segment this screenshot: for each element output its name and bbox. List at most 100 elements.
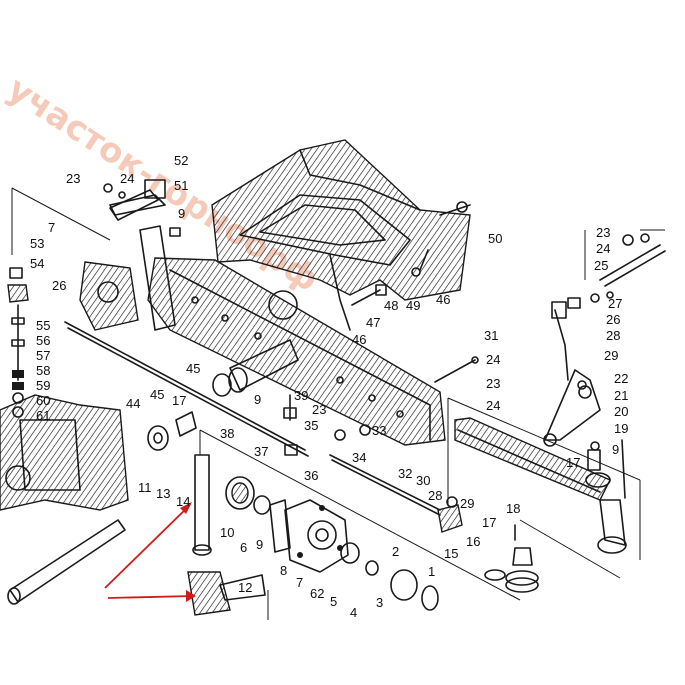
label-22: 22 bbox=[614, 371, 628, 386]
label-9: 9 bbox=[178, 206, 185, 221]
label-34: 34 bbox=[352, 450, 366, 465]
bolt-31 bbox=[434, 356, 479, 383]
label-49: 49 bbox=[406, 298, 420, 313]
label-59: 59 bbox=[36, 378, 50, 393]
label-23: 23 bbox=[66, 171, 80, 186]
joint-28-29 bbox=[437, 496, 463, 533]
label-3: 3 bbox=[376, 595, 383, 610]
pivot-tube bbox=[212, 339, 299, 397]
label-47: 47 bbox=[366, 315, 380, 330]
label-26: 26 bbox=[52, 278, 66, 293]
label-24b: 24 bbox=[596, 241, 610, 256]
label-17c: 17 bbox=[482, 515, 496, 530]
right-arm bbox=[454, 417, 627, 554]
label-13: 13 bbox=[156, 486, 170, 501]
label-5: 5 bbox=[330, 594, 337, 609]
label-60: 60 bbox=[36, 393, 50, 408]
left-hub-bracket bbox=[0, 394, 129, 511]
upper-left-arm bbox=[103, 179, 181, 237]
label-24d: 24 bbox=[486, 398, 500, 413]
label-20: 20 bbox=[614, 404, 628, 419]
left-spindle-housing bbox=[79, 194, 176, 331]
label-56: 56 bbox=[36, 333, 50, 348]
left-kingpin-stack bbox=[7, 267, 29, 418]
label-10: 10 bbox=[220, 525, 234, 540]
label-4: 4 bbox=[350, 605, 357, 620]
kingpin-11 bbox=[187, 454, 266, 616]
right-tie-rod-end bbox=[567, 233, 666, 309]
label-46b: 46 bbox=[352, 332, 366, 347]
label-9d: 9 bbox=[256, 537, 263, 552]
label-12: 12 bbox=[238, 580, 252, 595]
label-55: 55 bbox=[36, 318, 50, 333]
label-24c: 24 bbox=[486, 352, 500, 367]
label-39: 39 bbox=[294, 388, 308, 403]
right-kingpin-stack bbox=[587, 439, 626, 499]
label-21: 21 bbox=[614, 388, 628, 403]
frame-lines bbox=[11, 187, 665, 620]
label-24: 24 bbox=[120, 171, 134, 186]
label-35: 35 bbox=[304, 418, 318, 433]
label-44: 44 bbox=[126, 396, 140, 411]
label-58: 58 bbox=[36, 363, 50, 378]
bolts-46-50 bbox=[351, 201, 471, 306]
hub-15-16 bbox=[484, 524, 539, 593]
label-50: 50 bbox=[488, 231, 502, 246]
label-16: 16 bbox=[466, 534, 480, 549]
label-14: 14 bbox=[176, 494, 190, 509]
label-51: 51 bbox=[174, 178, 188, 193]
label-29: 29 bbox=[460, 496, 474, 511]
label-28: 28 bbox=[428, 488, 442, 503]
rod-33 bbox=[329, 424, 441, 516]
red-arrows bbox=[104, 502, 196, 602]
label-17: 17 bbox=[172, 393, 186, 408]
label-9c: 9 bbox=[612, 442, 619, 457]
label-53: 53 bbox=[30, 236, 44, 251]
label-33: 33 bbox=[372, 423, 386, 438]
label-26b: 26 bbox=[606, 312, 620, 327]
label-45b: 45 bbox=[150, 387, 164, 402]
label-54: 54 bbox=[30, 256, 44, 271]
label-7b: 7 bbox=[296, 575, 303, 590]
label-31: 31 bbox=[484, 328, 498, 343]
part-labels: 52 51 23 24 9 7 53 54 26 55 56 57 58 59 … bbox=[30, 153, 628, 620]
washer-44-45 bbox=[147, 411, 197, 451]
label-11: 11 bbox=[138, 480, 152, 495]
label-23b: 23 bbox=[312, 402, 326, 417]
label-17b: 17 bbox=[566, 455, 580, 470]
label-8: 8 bbox=[280, 563, 287, 578]
right-steering-arm bbox=[543, 301, 601, 447]
label-15: 15 bbox=[444, 546, 458, 561]
label-7: 7 bbox=[48, 220, 55, 235]
label-29b: 29 bbox=[604, 348, 618, 363]
label-57: 57 bbox=[36, 348, 50, 363]
label-27: 27 bbox=[608, 296, 622, 311]
long-pin bbox=[7, 519, 126, 605]
label-62: 62 bbox=[310, 586, 324, 601]
label-45: 45 bbox=[186, 361, 200, 376]
label-61: 61 bbox=[36, 408, 50, 423]
label-6: 6 bbox=[240, 540, 247, 555]
label-52: 52 bbox=[174, 153, 188, 168]
label-36: 36 bbox=[304, 468, 318, 483]
label-23c: 23 bbox=[596, 225, 610, 240]
label-25: 25 bbox=[594, 258, 608, 273]
label-18: 18 bbox=[506, 501, 520, 516]
label-48: 48 bbox=[384, 298, 398, 313]
label-37: 37 bbox=[254, 444, 268, 459]
wheel-hub-assembly bbox=[225, 476, 439, 611]
label-1: 1 bbox=[428, 564, 435, 579]
label-32: 32 bbox=[398, 466, 412, 481]
label-19: 19 bbox=[614, 421, 628, 436]
label-30: 30 bbox=[416, 473, 430, 488]
bolt-36-37 bbox=[283, 394, 298, 456]
tie-rod bbox=[64, 321, 309, 457]
label-23d: 23 bbox=[486, 376, 500, 391]
label-28b: 28 bbox=[606, 328, 620, 343]
label-9b: 9 bbox=[254, 392, 261, 407]
label-2: 2 bbox=[392, 544, 399, 559]
label-46: 46 bbox=[436, 292, 450, 307]
front-axle-bracket bbox=[211, 139, 471, 331]
